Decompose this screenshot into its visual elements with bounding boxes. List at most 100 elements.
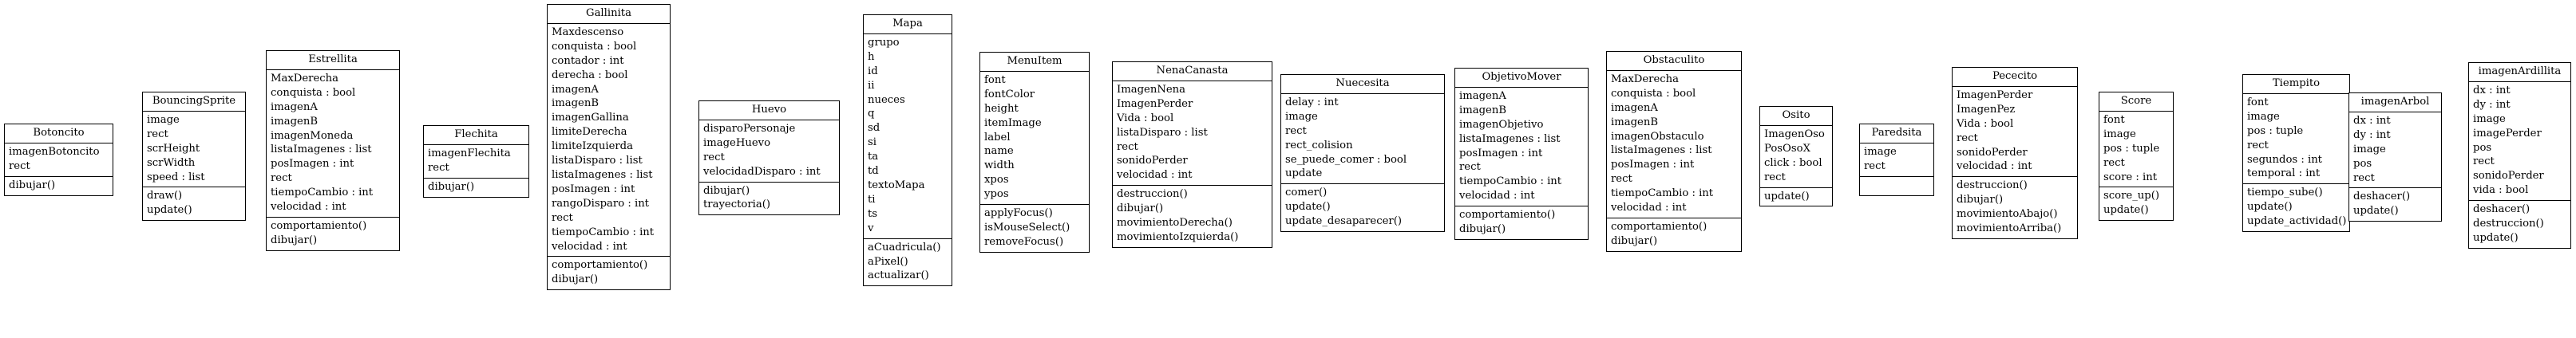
attribute: ImagenPez — [1957, 103, 2016, 116]
method: dibujar() — [9, 179, 56, 191]
attribute: sonidoPerder — [2473, 170, 2544, 183]
method: update() — [2473, 231, 2519, 244]
attribute: posImagen : int — [1459, 147, 1543, 159]
attribute: ImagenNena — [1117, 83, 1186, 96]
attribute: conquista : bool — [271, 86, 356, 99]
attribute: grupo — [868, 36, 900, 49]
attribute: velocidad : int — [1459, 190, 1535, 202]
method: dibujar() — [1459, 223, 1506, 236]
class-name: ObjetivoMover — [1455, 69, 1588, 88]
attribute: imagenA — [1611, 101, 1658, 114]
methods-section: dibujar()trayectoria() — [699, 181, 839, 215]
attribute: rect — [2247, 139, 2269, 151]
attribute: listaImagenes : list — [1459, 132, 1561, 145]
attribute: conquista : bool — [1611, 87, 1696, 100]
attribute: tiempoCambio : int — [271, 187, 374, 199]
method: update_actividad() — [2247, 215, 2347, 228]
attribute: MaxDerecha — [271, 72, 339, 84]
attribute: ii — [868, 79, 875, 92]
method — [1864, 179, 1930, 193]
attribute: td — [868, 165, 879, 178]
method: aPixel() — [868, 255, 908, 268]
attribute: dx : int — [2473, 84, 2511, 96]
attribute: rect — [1764, 171, 1786, 183]
class-name: Huevo — [699, 101, 839, 120]
method: update() — [1285, 201, 1331, 214]
method: dibujar() — [428, 180, 475, 193]
method: update() — [2353, 205, 2399, 218]
attribute: limiteIzquierda — [552, 140, 633, 153]
class-name: MenuItem — [980, 53, 1089, 72]
attribute: listaImagenes : list — [271, 143, 372, 156]
attribute: font — [984, 73, 1006, 86]
attribute: rect — [1117, 140, 1138, 153]
methods-section: comportamiento()dibujar() — [548, 256, 670, 289]
methods-section: comportamiento()dibujar() — [1607, 217, 1741, 251]
attribute: segundos : int — [2247, 153, 2322, 166]
attribute: imagenFlechita — [428, 147, 511, 159]
attribute: tiempoCambio : int — [1611, 187, 1714, 200]
class-name: Botoncito — [5, 124, 113, 143]
method: aCuadricula() — [868, 241, 941, 254]
attribute: imagenA — [552, 83, 599, 96]
attribute: ti — [868, 193, 876, 206]
method: comer() — [1285, 187, 1328, 199]
attribute: scrWidth — [147, 156, 196, 169]
class-name: imagenArdillita — [2469, 63, 2570, 82]
method: update() — [2103, 204, 2149, 217]
method: comportamiento() — [271, 219, 367, 232]
methods-section: update() — [1760, 187, 1832, 206]
attribute: rect — [552, 211, 573, 224]
class-name: Tiempito — [2243, 75, 2349, 94]
attribute: font — [2247, 96, 2269, 108]
attribute: velocidad : int — [1611, 202, 1687, 214]
method: update() — [2247, 201, 2293, 214]
class-name: NenaCanasta — [1113, 62, 1272, 81]
attribute: sonidoPerder — [1957, 146, 2028, 159]
class-name: Osito — [1760, 107, 1832, 126]
attribute: delay : int — [1285, 96, 1339, 108]
class-name: Nuecesita — [1281, 75, 1444, 94]
attribute: imagenBotoncito — [9, 145, 100, 158]
attribute: rect — [1864, 159, 1886, 172]
attribute: imagenB — [1459, 104, 1507, 116]
attribute: rect_colision — [1285, 139, 1353, 151]
method: dibujar() — [703, 184, 750, 197]
attribute: image — [1864, 145, 1897, 158]
method: movimientoArriba() — [1957, 222, 2062, 235]
attribute: imagenGallina — [552, 112, 629, 124]
attribute: velocidad : int — [552, 240, 627, 253]
method: update_desaparecer() — [1285, 215, 1403, 228]
attribute: rect — [1611, 173, 1632, 186]
attribute: imagePerder — [2473, 127, 2542, 140]
method: movimientoIzquierda() — [1117, 230, 1239, 243]
attribute: contador : int — [552, 54, 624, 67]
class-name: Flechita — [424, 126, 528, 145]
attribute: pos : tuple — [2247, 124, 2304, 137]
method: update() — [147, 204, 192, 217]
attribute: rangoDisparo : int — [552, 197, 649, 210]
attribute: rect — [703, 151, 725, 163]
attribute: imagenA — [271, 100, 318, 113]
methods-section — [1860, 175, 1933, 195]
attribute: font — [2103, 113, 2125, 126]
attribute: ypos — [984, 188, 1009, 201]
method: dibujar() — [1957, 194, 2004, 206]
method: dibujar() — [271, 234, 318, 246]
methods-section: tiempo_sube() update()update_actividad() — [2243, 183, 2349, 231]
method: tiempo_sube() — [2247, 187, 2323, 199]
